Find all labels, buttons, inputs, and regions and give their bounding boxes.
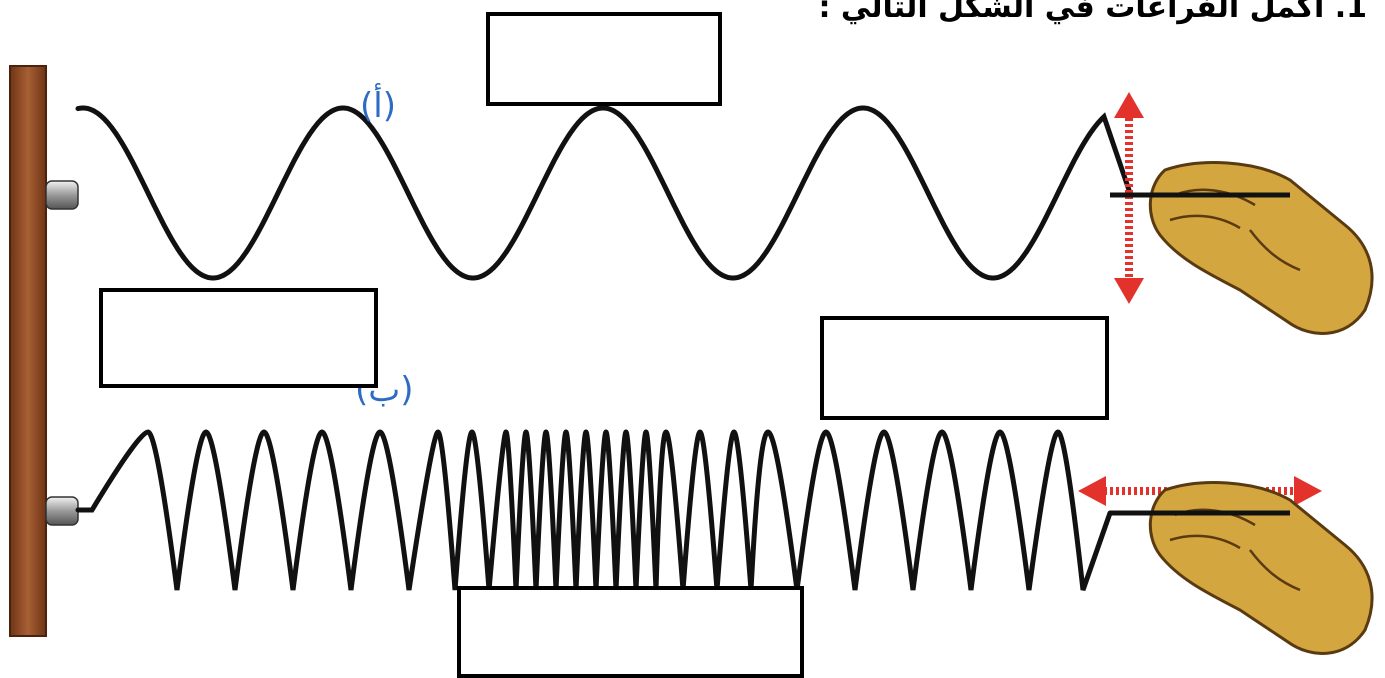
answer-box-left[interactable] — [99, 288, 378, 388]
hand-bottom-icon — [1110, 481, 1374, 655]
clamp-top — [45, 180, 79, 210]
answer-box-top[interactable] — [486, 12, 722, 106]
longitudinal-wave — [75, 429, 1113, 591]
vertical-motion-arrow-icon — [1114, 92, 1144, 304]
hand-top-icon — [1110, 161, 1374, 335]
question-title: 1. أكمل الفراغات في الشكل التالي : — [818, 0, 1367, 25]
answer-box-right[interactable] — [820, 316, 1109, 420]
clamp-bottom — [45, 496, 79, 526]
transverse-wave — [75, 105, 1133, 281]
wave-label-a: (أ) — [360, 86, 396, 126]
answer-box-bottom[interactable] — [457, 586, 804, 678]
wall — [9, 65, 47, 637]
